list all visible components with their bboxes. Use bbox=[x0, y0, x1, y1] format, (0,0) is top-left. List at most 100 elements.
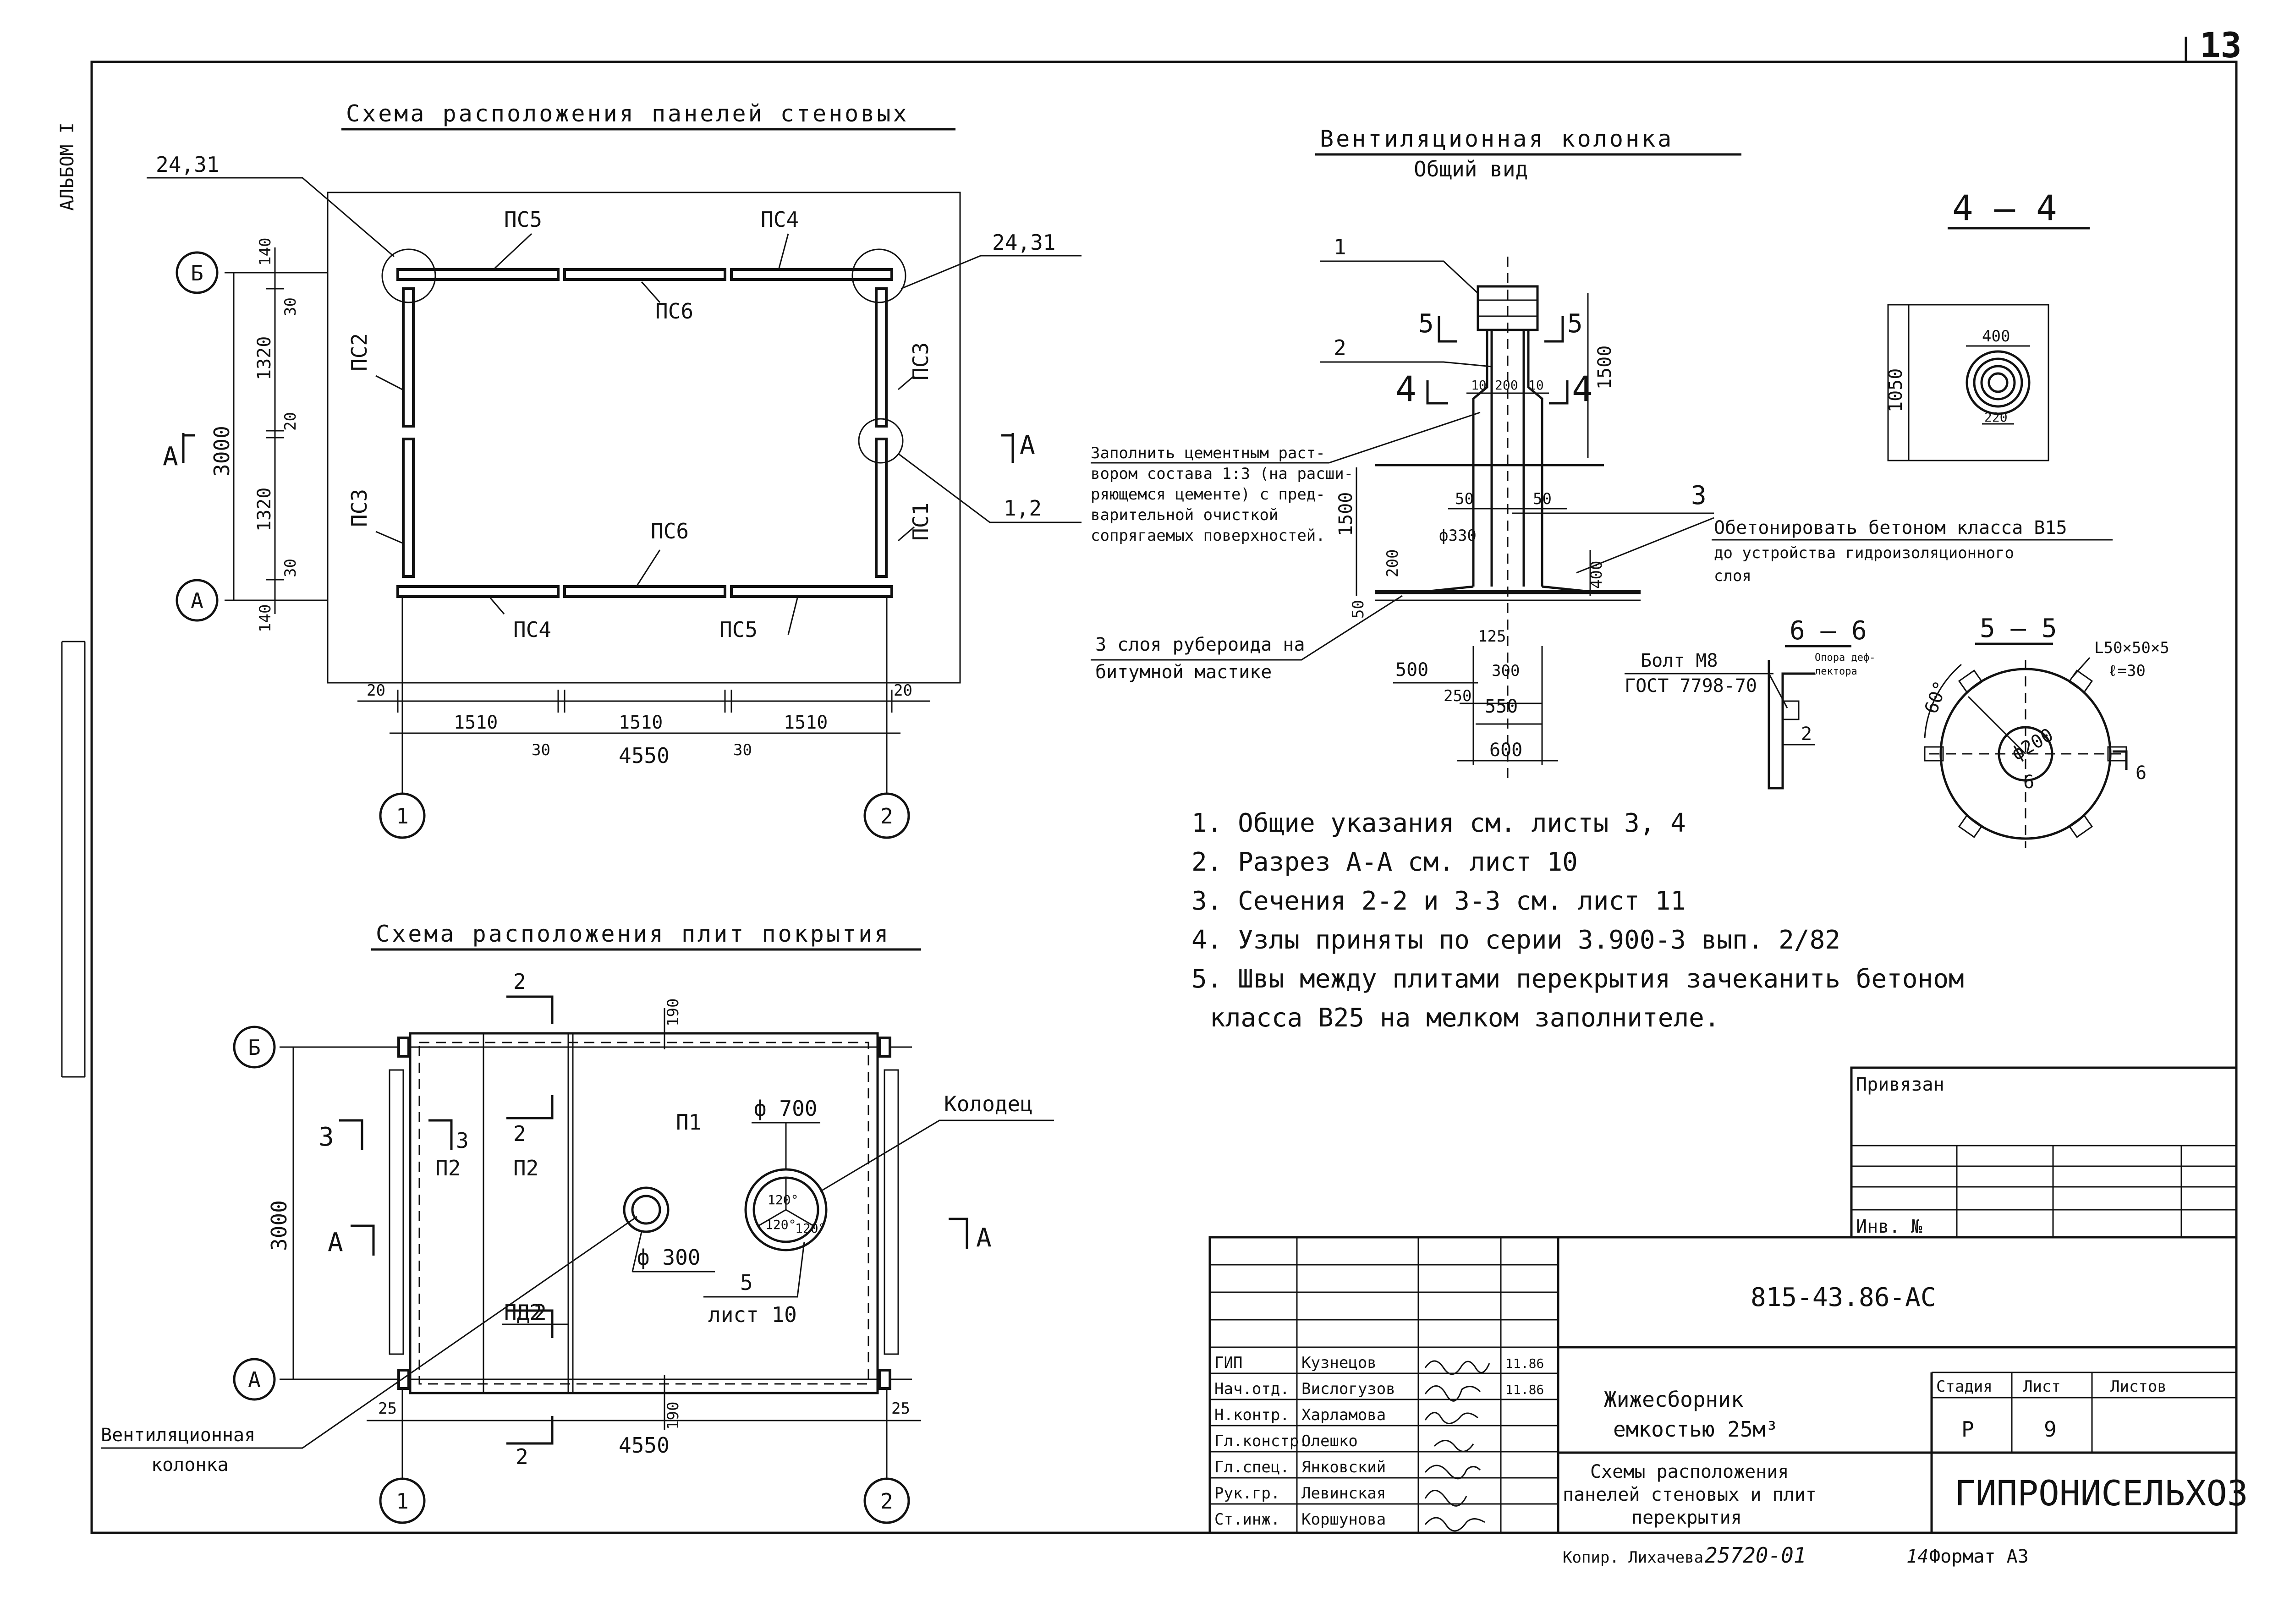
section-mark-label: 4 bbox=[1572, 368, 1593, 409]
section-mark bbox=[2113, 750, 2128, 770]
vent-column: Вентиляционная колонка Общий вид 1 2 3 5… bbox=[1091, 126, 2113, 779]
dim-value: 1320 bbox=[254, 488, 275, 532]
panel-label: ПС1 bbox=[908, 503, 933, 541]
well-angle: 120° bbox=[768, 1192, 798, 1207]
callout-label-top-right: 24,31 bbox=[992, 230, 1055, 255]
well-ref-sheet: лист 10 bbox=[708, 1302, 797, 1327]
stage-header: Стадия bbox=[1936, 1377, 1993, 1396]
wall-panel bbox=[563, 585, 726, 598]
dim-value: 30 bbox=[532, 741, 550, 759]
wall-panel-scheme: Схема расположения панелей стеновых 24,3… bbox=[147, 100, 1082, 839]
dim-value-total: 4550 bbox=[619, 1433, 670, 1458]
bolt-label: ГОСТ 7798-70 bbox=[1625, 675, 1757, 697]
panel-label: ПС4 bbox=[513, 617, 551, 642]
section-mark-label: 5 bbox=[1418, 309, 1434, 339]
wall-strip bbox=[389, 1069, 404, 1355]
note-leader bbox=[1091, 411, 1481, 464]
plan-outline bbox=[327, 192, 961, 684]
axis-marker-label: 1 bbox=[396, 804, 409, 828]
slab-outline bbox=[409, 1032, 879, 1394]
dim-value: 200 bbox=[1384, 549, 1402, 577]
dim-value: 300 bbox=[1492, 662, 1520, 680]
dim-value: 125 bbox=[1478, 627, 1506, 646]
dim-value: 1510 bbox=[619, 712, 663, 733]
well-ref-num: 5 bbox=[740, 1270, 753, 1295]
node-circle bbox=[381, 248, 436, 303]
note-roof: 3 слоя рубероида на bbox=[1095, 634, 1305, 655]
note-concrete: до устройства гидроизоляционного bbox=[1714, 544, 2014, 562]
section-mark bbox=[506, 1095, 554, 1119]
mark-leader bbox=[1320, 361, 1492, 368]
pipe-ring bbox=[1980, 365, 2016, 401]
dim-value: 1050 bbox=[1885, 368, 1906, 412]
panel-label: ПС6 bbox=[655, 299, 693, 324]
section-mark bbox=[351, 1224, 375, 1256]
role-label: Гл.спец. bbox=[1214, 1458, 1290, 1476]
well-leader bbox=[820, 1119, 1054, 1192]
axis-marker-label: 1 bbox=[396, 1489, 409, 1514]
slab-scheme: Схема расположения плит покрытия П2 П2 П… bbox=[101, 921, 1054, 1524]
wall-panel bbox=[396, 585, 560, 598]
general-notes: 1. Общие указания см. листы 3, 4 2. Разр… bbox=[1191, 808, 1964, 1033]
support-label: Опора деф- bbox=[1815, 652, 1875, 664]
dim-value: 140 bbox=[256, 604, 275, 632]
vent-subtitle: Общий вид bbox=[1414, 157, 1528, 181]
angle-profile bbox=[1768, 660, 1815, 790]
panel-leader bbox=[778, 233, 789, 269]
lists-header: Листов bbox=[2110, 1377, 2167, 1396]
vent-leader bbox=[101, 1216, 637, 1449]
section-6-6: 6 – 6 Болт М8 ГОСТ 7798-70 Опора деф- ле… bbox=[1625, 616, 1875, 790]
axis-marker-a bbox=[176, 579, 219, 622]
panel-leader bbox=[494, 233, 533, 269]
axis-marker-label: А bbox=[248, 1367, 261, 1392]
note-fill: варительной очисткой bbox=[1091, 506, 1278, 524]
note-roof: битумной мастике bbox=[1095, 662, 1272, 683]
slab-label: П1 bbox=[676, 1110, 701, 1135]
signature bbox=[1424, 1385, 1481, 1402]
angle-bracket bbox=[2068, 814, 2093, 838]
date-value: 11.86 bbox=[1505, 1382, 1544, 1397]
section-title: 5 – 5 bbox=[1980, 614, 2057, 643]
panel-label: ПС4 bbox=[761, 207, 799, 232]
section-mark bbox=[1544, 316, 1564, 343]
callout-leader bbox=[900, 255, 1082, 290]
panel-leader bbox=[636, 549, 661, 586]
wall-corner bbox=[397, 1369, 410, 1390]
profile-leader bbox=[2070, 657, 2091, 679]
dim-value: 20 bbox=[281, 412, 300, 431]
well-label: Колодец bbox=[944, 1092, 1033, 1116]
concrete-casing bbox=[1527, 330, 1543, 587]
axis-marker-b bbox=[176, 251, 219, 294]
note-line: 1. Общие указания см. листы 3, 4 bbox=[1191, 808, 1686, 838]
dim-value: 50 bbox=[1455, 490, 1474, 508]
hole-dia-label: ф 300 bbox=[637, 1245, 700, 1270]
angle-profile-label: L50×50×5 bbox=[2094, 639, 2169, 657]
order-number: 25720-01 bbox=[1705, 1543, 1806, 1568]
angle-bracket bbox=[1924, 746, 1944, 762]
angle-bracket bbox=[1958, 814, 1983, 838]
angle-profile-label: ℓ=30 bbox=[2108, 662, 2146, 680]
callout-leader bbox=[147, 177, 395, 258]
mark-leader bbox=[1320, 260, 1479, 294]
section-mark-label: 5 bbox=[1567, 309, 1583, 339]
role-label: ГИП bbox=[1214, 1354, 1242, 1372]
dim-value: 1510 bbox=[784, 712, 828, 733]
dim-value-total: 3000 bbox=[209, 426, 234, 477]
callout-label-right: 1,2 bbox=[1004, 496, 1042, 521]
mark-number: 2 bbox=[1801, 724, 1812, 745]
node-circle bbox=[851, 248, 906, 303]
role-label: Нач.отд. bbox=[1214, 1380, 1290, 1398]
note-line: 2. Разрез А-А см. лист 10 bbox=[1191, 847, 1578, 877]
panel-label: ПС2 bbox=[347, 333, 372, 371]
section-mark bbox=[1549, 380, 1569, 405]
dim-value: 550 bbox=[1485, 696, 1518, 717]
dim-value: 20 bbox=[894, 681, 912, 700]
well-radial bbox=[785, 1209, 814, 1227]
note-concrete: слоя bbox=[1714, 567, 1751, 585]
dim-value: 1500 bbox=[1335, 492, 1356, 536]
signature bbox=[1424, 1490, 1467, 1507]
mark-number: 2 bbox=[1334, 335, 1346, 360]
dim-value: 220 bbox=[1984, 410, 2008, 425]
bolt-body bbox=[1782, 700, 1800, 720]
axis-marker-label: 2 bbox=[880, 804, 893, 828]
